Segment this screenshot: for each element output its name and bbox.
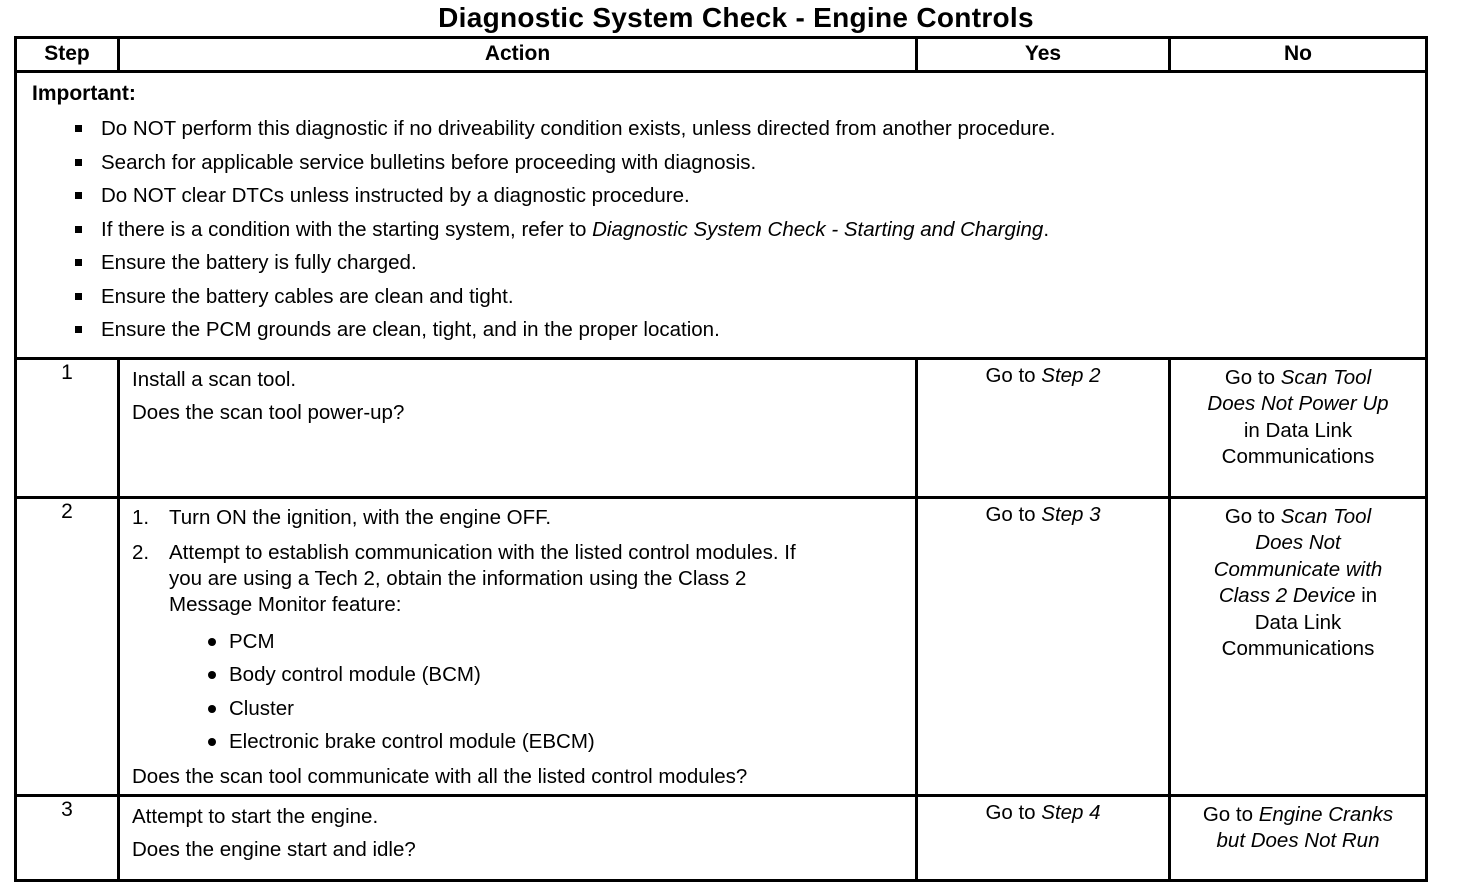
bullet-dot-icon (208, 738, 216, 746)
important-bullet: Search for applicable service bulletins … (75, 146, 1411, 180)
column-header-no: No (1168, 36, 1428, 73)
module-bullet: Body control module (BCM) (208, 658, 905, 692)
bullet-square-icon (75, 225, 82, 233)
step-number: 1 (14, 356, 120, 499)
yes-instruction: Go to Step 4 (915, 793, 1171, 882)
bullet-text: Do NOT clear DTCs unless instructed by a… (101, 184, 690, 207)
action-cell: Attempt to start the engine. Does the en… (117, 793, 918, 882)
column-header-action: Action (117, 36, 918, 73)
step-number: 3 (14, 793, 120, 882)
bullet-text: Do NOT perform this diagnostic if no dri… (101, 117, 1056, 140)
numbered-item: 2. Attempt to establish communication wi… (132, 540, 905, 618)
action-cell: 1. Turn ON the ignition, with the engine… (117, 495, 918, 797)
bullet-text: Ensure the battery is fully charged. (101, 251, 417, 274)
item-number: 1. (132, 505, 150, 529)
important-bullet-list: Do NOT perform this diagnostic if no dri… (32, 112, 1411, 347)
yes-instruction: Go to Step 3 (915, 495, 1171, 797)
important-bullet: Do NOT clear DTCs unless instructed by a… (75, 179, 1411, 213)
step-row-1: 1 Install a scan tool. Does the scan too… (14, 356, 1428, 499)
item-text: Turn ON the ignition, with the engine OF… (169, 505, 552, 529)
action-text: Install a scan tool. (132, 367, 297, 391)
no-line: Go to Engine Cranks (1202, 802, 1394, 826)
page-title: Diagnostic System Check - Engine Control… (438, 2, 1034, 33)
no-line: but Does Not Run (1216, 829, 1380, 852)
column-header-step: Step (14, 36, 120, 73)
module-bullet: Electronic brake control module (EBCM) (208, 725, 905, 759)
bullet-text: Cluster (229, 696, 294, 720)
header-row: Step Action Yes No (14, 36, 1428, 73)
action-cell: Install a scan tool. Does the scan tool … (117, 356, 918, 499)
no-line: Does Not Power Up (1207, 392, 1389, 415)
no-instruction: Go to Engine Cranks but Does Not Run (1168, 793, 1428, 882)
no-line: Communications (1221, 637, 1375, 660)
important-bullet: Ensure the battery cables are clean and … (75, 280, 1411, 314)
important-bullet: Do NOT perform this diagnostic if no dri… (75, 112, 1411, 146)
step-row-3: 3 Attempt to start the engine. Does the … (14, 793, 1428, 882)
bullet-text: Electronic brake control module (EBCM) (229, 730, 595, 753)
bullet-dot-icon (208, 637, 216, 646)
bullet-square-icon (75, 292, 82, 300)
bullet-square-icon (75, 158, 82, 166)
action-question: Does the scan tool communicate with all … (132, 764, 748, 788)
important-bullet: Ensure the PCM grounds are clean, tight,… (75, 313, 1411, 347)
important-section: Important: Do NOT perform this diagnosti… (14, 70, 1428, 360)
step-row-2: 2 1. Turn ON the ignition, with the engi… (14, 495, 1428, 797)
bullet-square-icon (75, 326, 82, 333)
bullet-square-icon (75, 259, 82, 266)
bullet-square-icon (75, 192, 82, 199)
no-line: Communicate with (1213, 557, 1383, 581)
bullet-dot-icon (208, 671, 216, 679)
action-question: Does the engine start and idle? (132, 837, 416, 861)
diagnostic-table: Step Action Yes No Important: Do NOT per… (14, 36, 1428, 882)
no-line: Go to Scan Tool (1224, 504, 1372, 528)
item-text: Attempt to establish communication with … (169, 540, 796, 616)
bullet-text: Ensure the battery cables are clean and … (101, 284, 514, 308)
no-line: Data Link (1254, 610, 1342, 634)
important-row: Important: Do NOT perform this diagnosti… (14, 70, 1428, 360)
no-instruction: Go to Scan Tool Does Not Power Up in Dat… (1168, 356, 1428, 499)
bullet-dot-icon (208, 704, 216, 713)
important-bullet: Ensure the battery is fully charged. (75, 246, 1411, 280)
bullet-square-icon (75, 125, 82, 132)
item-number: 2. (132, 540, 150, 564)
important-bullet: If there is a condition with the startin… (75, 213, 1411, 247)
no-line: Communications (1221, 445, 1375, 468)
column-header-yes: Yes (915, 36, 1171, 73)
no-line: Class 2 Device in (1218, 584, 1378, 607)
bullet-text: Ensure the PCM grounds are clean, tight,… (101, 318, 720, 341)
no-line: Does Not (1255, 531, 1341, 554)
numbered-item: 1. Turn ON the ignition, with the engine… (132, 505, 905, 531)
module-bullet-list: PCM Body control module (BCM) Cluster El… (132, 625, 905, 759)
module-bullet: PCM (208, 625, 905, 659)
bullet-text: If there is a condition with the startin… (101, 217, 1050, 241)
bullet-text: Body control module (BCM) (229, 663, 481, 686)
no-line: Go to Scan Tool (1224, 365, 1372, 389)
bullet-text: PCM (229, 629, 275, 653)
yes-instruction: Go to Step 2 (915, 356, 1171, 499)
no-instruction: Go to Scan Tool Does Not Communicate wit… (1168, 495, 1428, 797)
action-text: Attempt to start the engine. (132, 804, 379, 828)
no-line: in Data Link (1243, 418, 1353, 442)
action-question: Does the scan tool power-up? (132, 400, 405, 424)
step-number: 2 (14, 495, 120, 797)
bullet-text: Search for applicable service bulletins … (101, 150, 757, 174)
module-bullet: Cluster (208, 692, 905, 726)
important-label: Important: (32, 82, 136, 105)
